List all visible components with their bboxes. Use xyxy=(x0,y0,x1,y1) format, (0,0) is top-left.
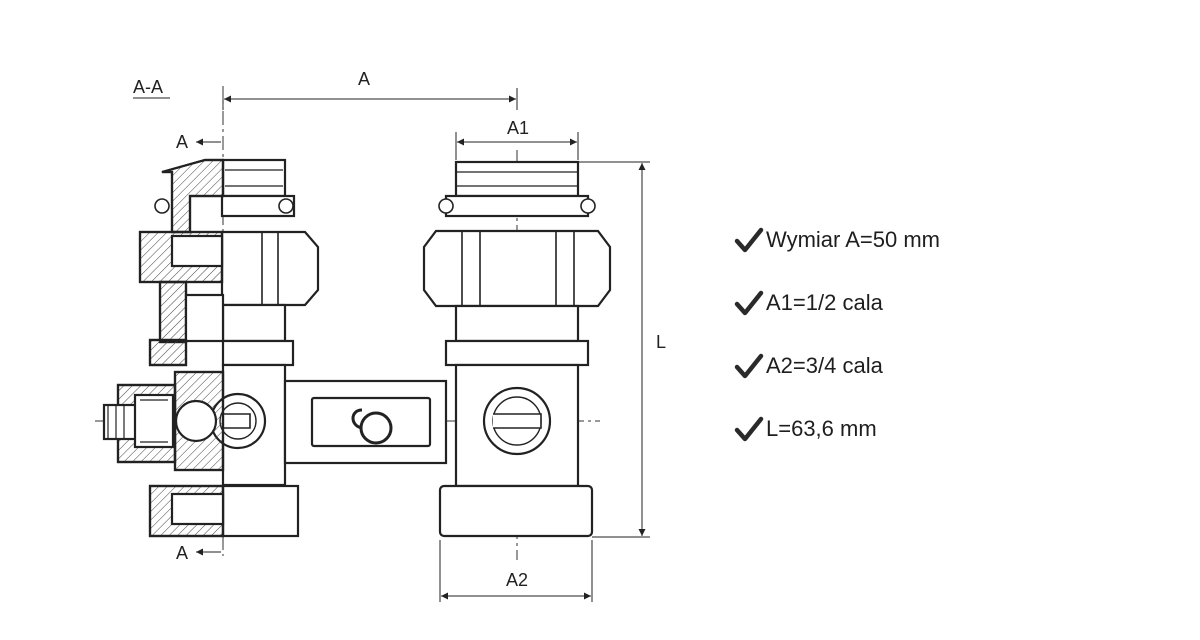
technical-drawing: A-A A A A A1 A2 L xyxy=(95,69,666,602)
dimension-a-label: A xyxy=(358,69,370,89)
spec-item-a2: A2=3/4 cala xyxy=(734,350,940,382)
checkmark-icon xyxy=(734,416,764,442)
spec-text: L=63,6 mm xyxy=(766,416,877,441)
cut-marker-top: A xyxy=(176,132,188,152)
checkmark-icon xyxy=(734,353,764,379)
spec-item-dimension-a: Wymiar A=50 mm xyxy=(734,224,940,256)
spec-text: A1=1/2 cala xyxy=(766,290,883,315)
spec-text: A2=3/4 cala xyxy=(766,353,883,378)
left-valve-section xyxy=(102,158,320,538)
section-label: A-A xyxy=(133,77,163,97)
dimension-lines xyxy=(133,88,650,602)
spec-item-length: L=63,6 mm xyxy=(734,413,940,445)
dimension-a2-label: A2 xyxy=(506,570,528,590)
cut-marker-bottom: A xyxy=(176,543,188,563)
dimension-l-label: L xyxy=(656,332,666,352)
spec-item-a1: A1=1/2 cala xyxy=(734,287,940,319)
spec-text: Wymiar A=50 mm xyxy=(766,227,941,252)
maker-logo xyxy=(351,408,393,445)
right-valve xyxy=(422,160,612,538)
spec-list: Wymiar A=50 mm A1=1/2 cala A2=3/4 cala L… xyxy=(734,224,940,476)
checkmark-icon xyxy=(734,227,764,253)
checkmark-icon xyxy=(734,290,764,316)
bridge-body xyxy=(283,379,448,465)
dimension-a1-label: A1 xyxy=(507,118,529,138)
